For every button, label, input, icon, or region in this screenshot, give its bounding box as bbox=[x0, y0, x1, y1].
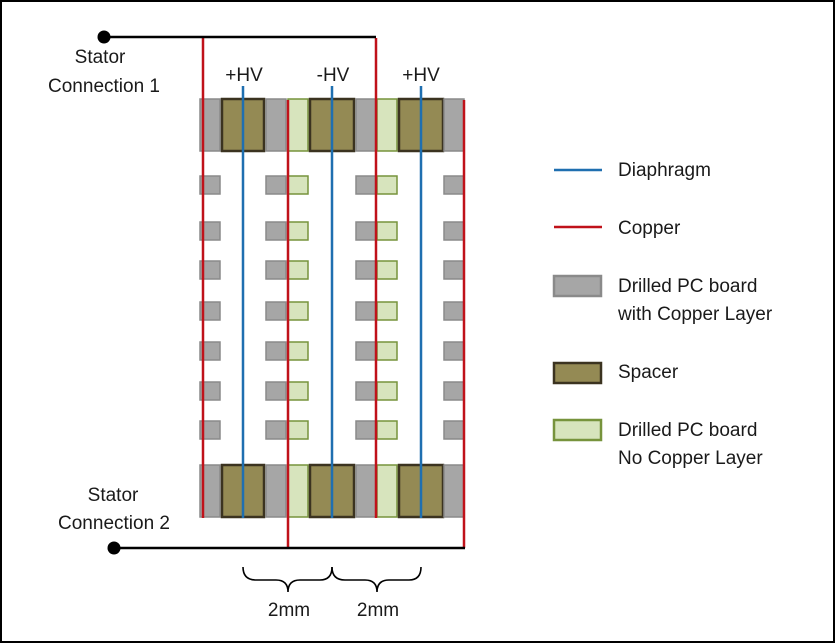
drilled-board-copper-segment-9-4 bbox=[443, 301, 465, 321]
legend-drilled-copper-label-line2: with Copper Layer bbox=[617, 304, 773, 325]
drilled-board-copper-top-1 bbox=[199, 98, 221, 152]
legend-drilled-nocopper-label-line1: Drilled PC board bbox=[618, 420, 757, 441]
diaphragm-lines bbox=[241, 86, 423, 518]
drilled-board-copper-segment-3-3 bbox=[265, 260, 287, 280]
legend-spacer-swatch bbox=[552, 361, 603, 385]
drilled-board-copper-segment-3-1 bbox=[265, 175, 287, 195]
legend-drilled-nocopper-swatch bbox=[552, 418, 603, 442]
stator-2-label-line1: Stator bbox=[88, 485, 139, 506]
drilled-board-copper-top-3 bbox=[265, 98, 287, 152]
drilled-board-copper-bottom-1 bbox=[199, 464, 221, 518]
drilled-board-nocopper-segment-4-5 bbox=[287, 341, 309, 361]
legend-copper-label: Copper bbox=[618, 218, 681, 239]
drilled-board-copper-segment-6-1 bbox=[355, 175, 377, 195]
drilled-board-copper-bottom-9 bbox=[443, 464, 465, 518]
drilled-board-nocopper-segment-7-6 bbox=[376, 381, 398, 401]
brace-right bbox=[331, 566, 422, 593]
drilled-board-copper-segment-6-3 bbox=[355, 260, 377, 280]
drilled-board-copper-segment-1-2 bbox=[199, 221, 221, 241]
stator-2-label-line2: Connection 2 bbox=[58, 513, 170, 534]
drilled-board-copper-segment-3-5 bbox=[265, 341, 287, 361]
drilled-board-nocopper-segment-7-1 bbox=[376, 175, 398, 195]
stator-1-label-line1: Stator bbox=[75, 47, 126, 68]
drilled-board-copper-segment-3-2 bbox=[265, 221, 287, 241]
drilled-board-copper-segment-1-5 bbox=[199, 341, 221, 361]
drilled-board-copper-segment-9-7 bbox=[443, 420, 465, 440]
drilled-board-copper-segment-1-7 bbox=[199, 420, 221, 440]
layer-stack bbox=[199, 97, 465, 519]
hv-label-middle: -HV bbox=[317, 65, 350, 86]
drilled-board-copper-segment-6-4 bbox=[355, 301, 377, 321]
copper-lines bbox=[201, 38, 466, 548]
drilled-board-nocopper-segment-4-4 bbox=[287, 301, 309, 321]
drilled-board-nocopper-segment-4-2 bbox=[287, 221, 309, 241]
drilled-board-nocopper-segment-7-3 bbox=[376, 260, 398, 280]
drilled-board-nocopper-segment-4-7 bbox=[287, 420, 309, 440]
drilled-board-nocopper-segment-7-2 bbox=[376, 221, 398, 241]
drilled-board-copper-segment-3-6 bbox=[265, 381, 287, 401]
drilled-board-copper-segment-3-4 bbox=[265, 301, 287, 321]
drilled-board-copper-segment-6-5 bbox=[355, 341, 377, 361]
legend-spacer-label: Spacer bbox=[618, 362, 679, 383]
drilled-board-nocopper-segment-7-5 bbox=[376, 341, 398, 361]
hv-label-right: +HV bbox=[402, 65, 440, 86]
drilled-board-copper-segment-3-7 bbox=[265, 420, 287, 440]
legend: Diaphragm Copper Drilled PC board with C… bbox=[552, 160, 773, 469]
drilled-board-copper-segment-9-2 bbox=[443, 221, 465, 241]
drilled-board-copper-bottom-6 bbox=[355, 464, 377, 518]
drilled-board-copper-segment-6-6 bbox=[355, 381, 377, 401]
drilled-board-nocopper-segment-4-6 bbox=[287, 381, 309, 401]
drilled-board-nocopper-bottom-4 bbox=[287, 464, 309, 518]
legend-drilled-copper-label-line1: Drilled PC board bbox=[618, 276, 757, 297]
hv-label-left: +HV bbox=[225, 65, 263, 86]
drilled-board-copper-segment-1-1 bbox=[199, 175, 221, 195]
legend-drilled-nocopper-label-line2: No Copper Layer bbox=[618, 448, 763, 469]
drilled-board-copper-segment-6-2 bbox=[355, 221, 377, 241]
drilled-board-copper-bottom-3 bbox=[265, 464, 287, 518]
drilled-board-nocopper-bottom-7 bbox=[376, 464, 398, 518]
drilled-board-nocopper-top-4 bbox=[287, 98, 309, 152]
gap-label-left: 2mm bbox=[268, 600, 310, 621]
legend-diaphragm-label: Diaphragm bbox=[618, 160, 711, 181]
drilled-board-copper-top-9 bbox=[443, 98, 465, 152]
brace-left bbox=[242, 566, 333, 593]
drilled-board-nocopper-segment-4-3 bbox=[287, 260, 309, 280]
stator-wires bbox=[97, 30, 465, 555]
stator-1-label-line2: Connection 1 bbox=[48, 76, 160, 97]
stator-2-terminal bbox=[107, 541, 121, 555]
drilled-board-copper-segment-1-6 bbox=[199, 381, 221, 401]
drilled-board-copper-segment-9-1 bbox=[443, 175, 465, 195]
drilled-board-nocopper-segment-7-4 bbox=[376, 301, 398, 321]
stator-1-terminal bbox=[97, 30, 111, 44]
drilled-board-copper-segment-6-7 bbox=[355, 420, 377, 440]
gap-label-right: 2mm bbox=[357, 600, 399, 621]
dimension-braces bbox=[242, 566, 422, 593]
drilled-board-copper-segment-9-6 bbox=[443, 381, 465, 401]
drilled-board-nocopper-top-7 bbox=[376, 98, 398, 152]
drilled-board-nocopper-segment-7-7 bbox=[376, 420, 398, 440]
drilled-board-nocopper-segment-4-1 bbox=[287, 175, 309, 195]
legend-drilled-copper-swatch bbox=[552, 274, 603, 298]
drilled-board-copper-segment-1-3 bbox=[199, 260, 221, 280]
drilled-board-copper-segment-9-3 bbox=[443, 260, 465, 280]
drilled-board-copper-segment-1-4 bbox=[199, 301, 221, 321]
drilled-board-copper-top-6 bbox=[355, 98, 377, 152]
drilled-board-copper-segment-9-5 bbox=[443, 341, 465, 361]
